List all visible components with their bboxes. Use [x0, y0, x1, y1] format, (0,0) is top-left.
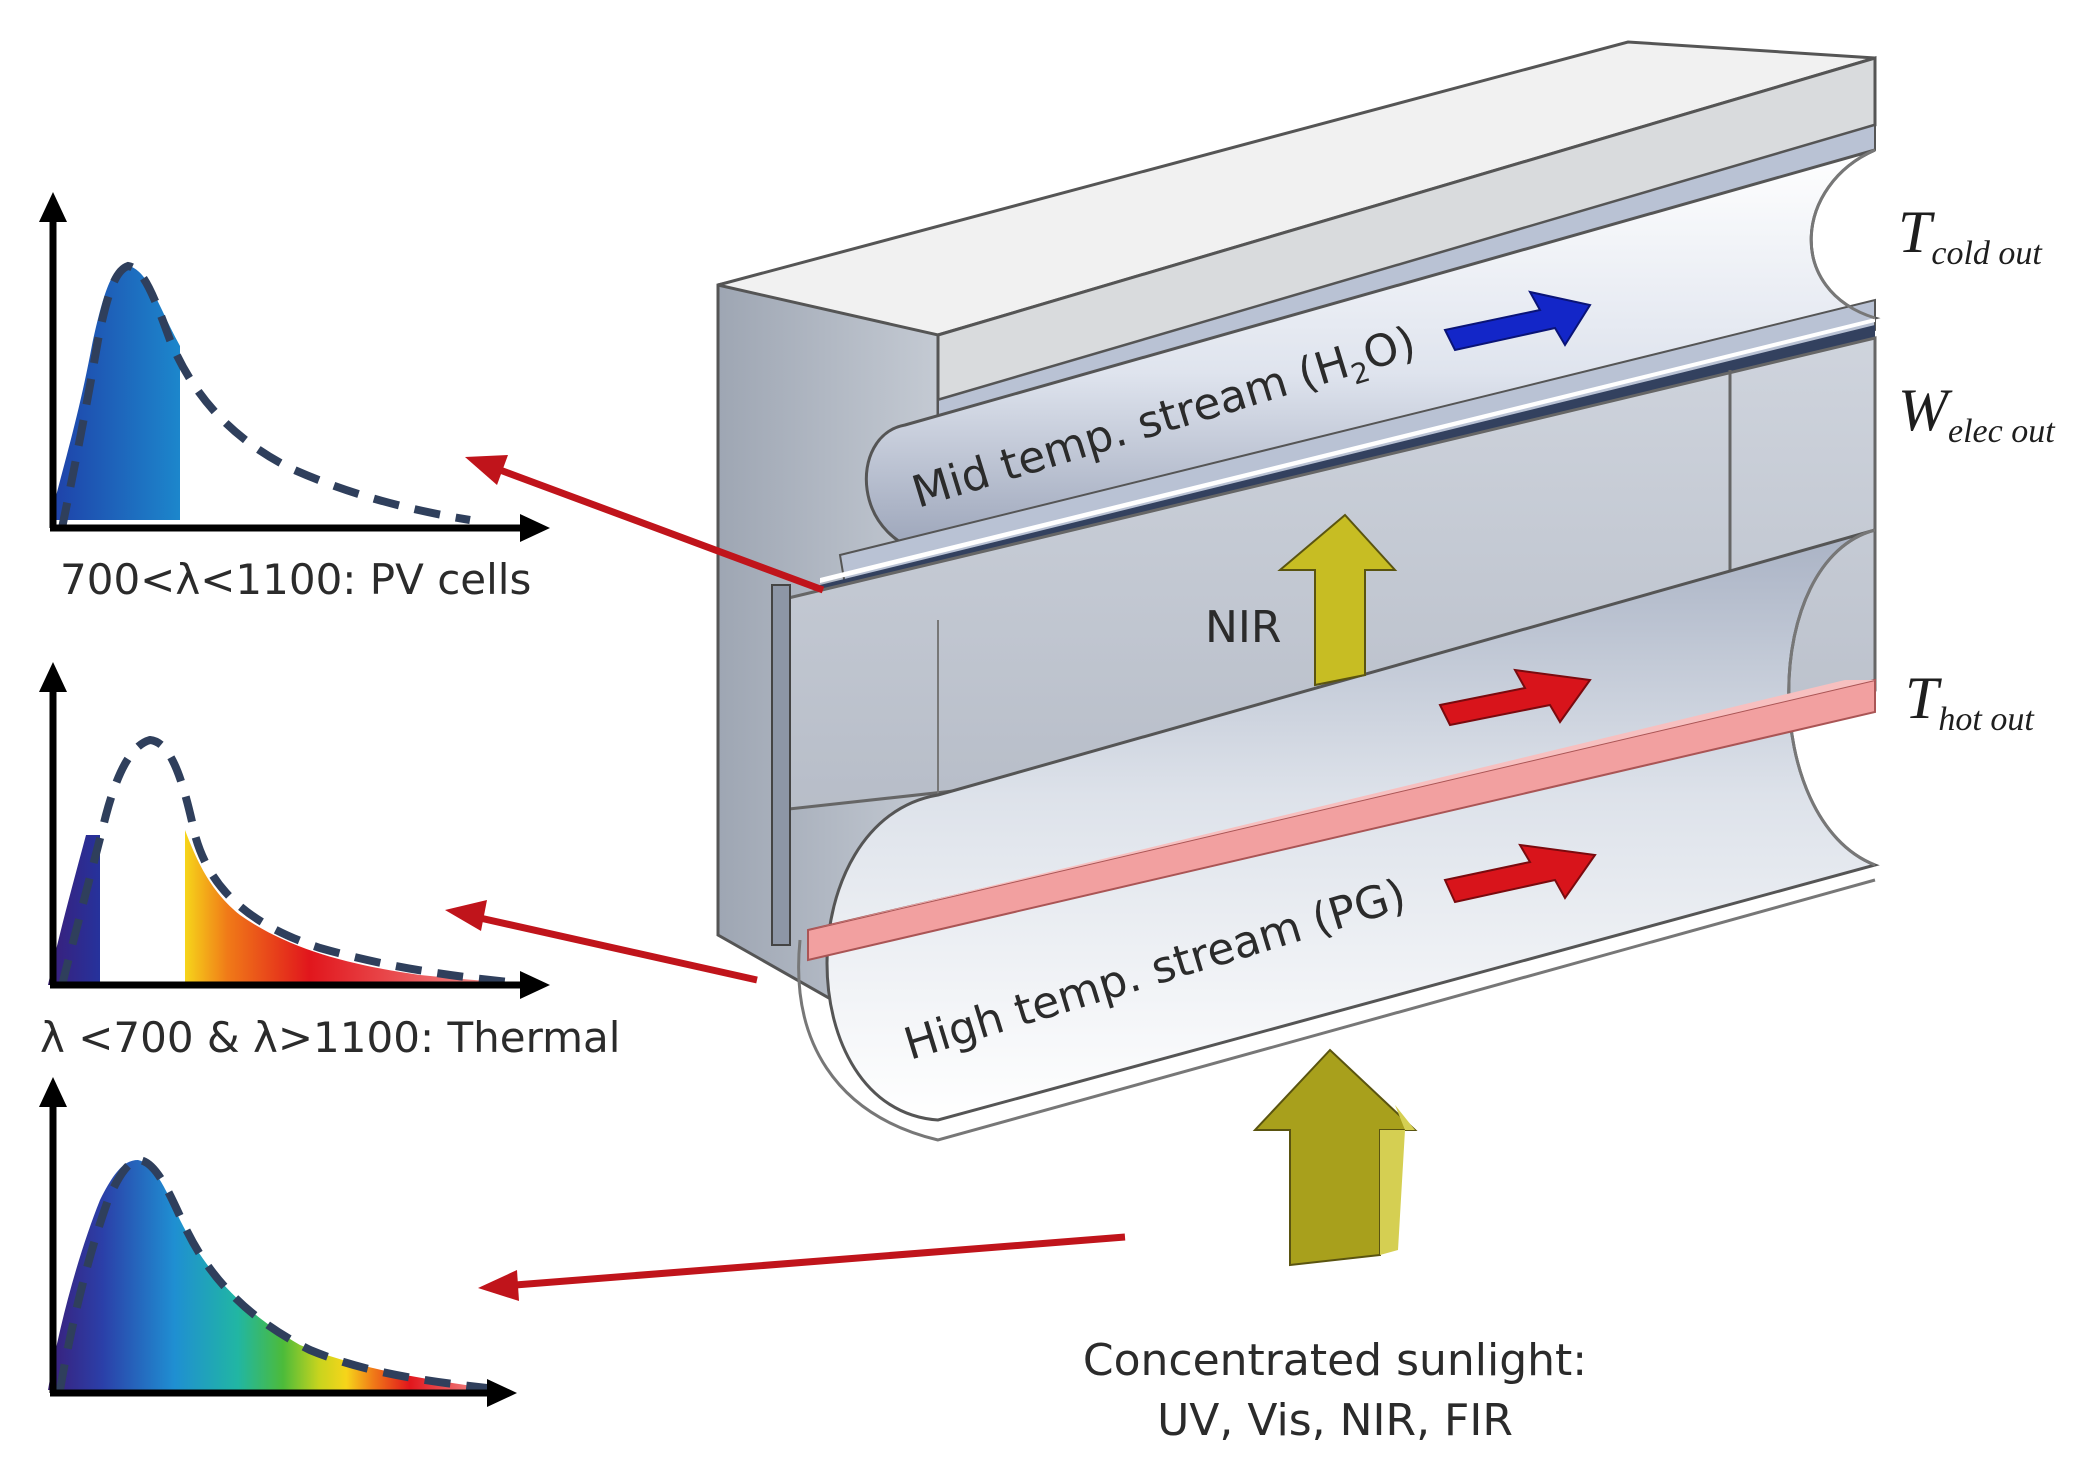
- spectrum-thermal-curve: [58, 735, 541, 989]
- output-labels: Tcold out Welec out Thot out: [1898, 199, 2056, 738]
- pointer-arrow-thermal: [479, 914, 758, 984]
- pointer-arrows: [445, 455, 1126, 1301]
- spectrum-thermal-y-arrowhead: [39, 662, 67, 692]
- spectrum-full-y-arrowhead: [39, 1077, 67, 1107]
- left-channel: [771, 584, 791, 946]
- pointer-arrowhead-thermal: [445, 900, 487, 931]
- sunlight-arrow-face: [1380, 1105, 1415, 1255]
- spectrum-pv-curve: [58, 261, 471, 529]
- hot-flow-arrow-upper: [1438, 668, 1592, 727]
- upper-pipe-rim: [1809, 148, 1876, 320]
- pv-cell-highlight: [820, 318, 1875, 583]
- spectrum-pv-fill: [49, 265, 180, 520]
- nir-light-arrow: [1277, 513, 1398, 687]
- spectrum-pv-panel: 700<λ<1100: PV cells: [39, 192, 550, 604]
- collector-device: Mid temp. stream (H2O) High temp. stream…: [716, 40, 1881, 1267]
- spectrum-full-panel: [39, 1077, 517, 1407]
- spectrum-pv-caption: 700<λ<1100: PV cells: [60, 555, 531, 604]
- spectrum-pv-y-arrowhead: [39, 192, 67, 222]
- t-hot-out-label: Thot out: [1905, 665, 2035, 738]
- pointer-arrow-full: [514, 1233, 1126, 1289]
- sunlight-label-line2: UV, Vis, NIR, FIR: [1157, 1395, 1513, 1446]
- t-cold-out-label: Tcold out: [1898, 199, 2043, 272]
- spectrum-thermal-caption: λ <700 & λ>1100: Thermal: [40, 1013, 620, 1062]
- spectrum-thermal-uv-fill: [48, 835, 100, 985]
- spectrum-thermal-panel: λ <700 & λ>1100: Thermal: [39, 662, 620, 1062]
- spectrum-pv-x-arrowhead: [520, 514, 550, 542]
- hot-absorber-top: [808, 680, 1875, 930]
- cold-flow-arrow: [1443, 290, 1592, 352]
- lower-pipe-rim: [1787, 528, 1876, 867]
- lower-pipe-outer-shell: [797, 878, 1876, 1142]
- pointer-arrowhead-full: [478, 1270, 519, 1301]
- hot-flow-arrow-lower: [1443, 843, 1597, 904]
- spectrum-thermal-ir-fill: [185, 830, 540, 985]
- nir-label: NIR: [1205, 602, 1281, 653]
- sunlight-label-line1: Concentrated sunlight:: [1083, 1335, 1587, 1386]
- spectrum-thermal-x-arrowhead: [520, 971, 550, 999]
- w-elec-out-label: Welec out: [1898, 377, 2056, 450]
- spectrum-full-fill: [48, 1160, 500, 1390]
- pointer-arrow-pv: [498, 466, 825, 594]
- pointer-arrowhead-pv: [465, 455, 508, 485]
- sunlight-input-label: Concentrated sunlight: UV, Vis, NIR, FIR: [1083, 1335, 1587, 1446]
- spectrum-full-curve: [56, 1155, 506, 1394]
- spectrum-full-x-arrowhead: [487, 1379, 517, 1407]
